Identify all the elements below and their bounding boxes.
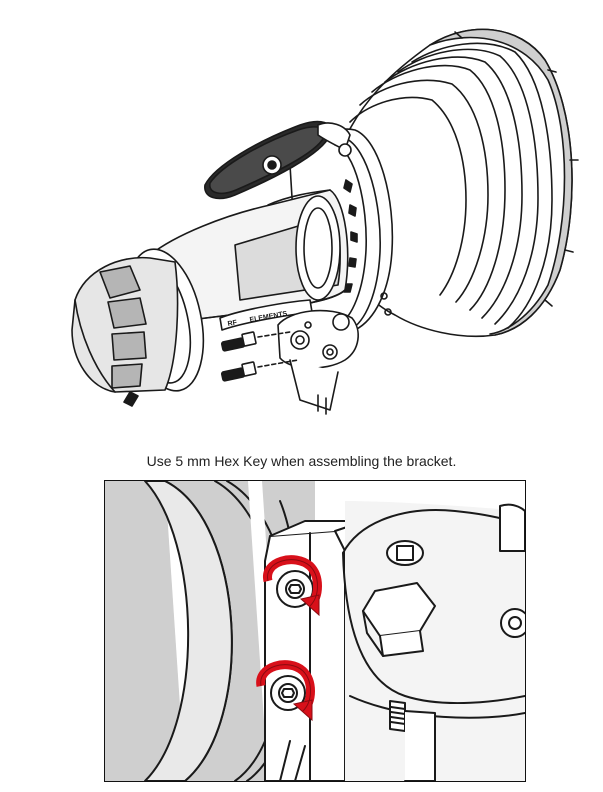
handle-paddle	[204, 120, 352, 200]
loose-bolts	[220, 331, 299, 382]
reflector-dish	[339, 28, 579, 338]
housing-disk-detail	[342, 501, 525, 781]
reflector-assembly-illustration: RF ELEMENTS	[71, 28, 579, 415]
brand-mark-text: RF	[227, 319, 238, 328]
clockwise-rotation-arrow-icon	[263, 555, 322, 617]
reflector-edge-detail	[105, 481, 315, 781]
clockwise-rotation-arrow-icon	[256, 660, 315, 722]
instruction-caption: Use 5 mm Hex Key when assembling the bra…	[146, 453, 457, 469]
rear-knob-cap	[71, 248, 205, 407]
bracket-assembly	[277, 309, 359, 415]
bracket-detail-view	[104, 480, 526, 782]
